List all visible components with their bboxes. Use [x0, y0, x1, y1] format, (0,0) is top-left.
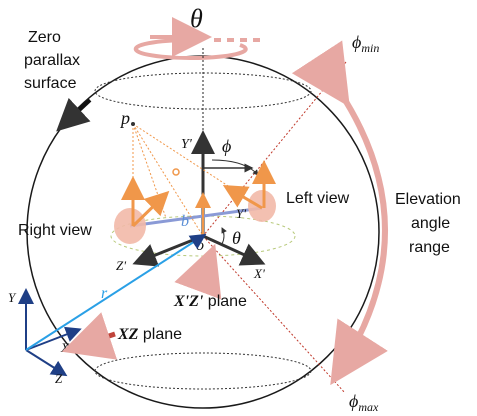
p-to-mid-line: [132, 123, 167, 219]
right-view-camera: [114, 208, 146, 244]
left-view-camera: [248, 190, 276, 222]
phi-center-label: ϕ: [222, 136, 231, 156]
axis-x-label: X: [60, 340, 70, 355]
zero-parallax-arrow: [56, 97, 92, 132]
xz-plane-label: XZ plane: [117, 326, 182, 343]
y-prime-top-label: Y': [181, 137, 193, 152]
elevation-line3: range: [409, 239, 450, 256]
left-camera-view-arrow: [222, 184, 263, 210]
y-prime-small-label: Y': [236, 206, 246, 221]
global-z-axis: [25, 349, 68, 377]
phi-range-line-lower: [202, 235, 346, 394]
radius-line: [25, 233, 207, 351]
axis-z-label: Z: [55, 371, 63, 386]
mid-point-marker: [172, 168, 180, 176]
phi-max-label: ϕmax: [349, 391, 379, 414]
camera-baseline: [129, 206, 263, 228]
theta-small-label: θ: [232, 228, 241, 248]
theta-small-arc: [221, 227, 227, 245]
right-view-label: Right view: [18, 222, 92, 239]
x-prime-label: X': [253, 266, 265, 281]
x-prime-axis: [202, 234, 266, 266]
theta-top-label: θ: [190, 4, 203, 33]
phi-min-label: ϕmin: [352, 32, 379, 55]
elevation-line2: angle: [411, 215, 450, 232]
elevation-range-arc: [291, 40, 388, 386]
p-to-left-line: [132, 123, 263, 209]
zero-parallax-line3: surface: [24, 75, 77, 92]
point-p: [131, 122, 135, 126]
xz-plane-arrow: [61, 312, 118, 360]
z-prime-label: Z': [116, 258, 126, 273]
elevation-line1: Elevation: [395, 191, 461, 208]
bottom-latitude-ellipse: [94, 352, 312, 390]
rotation-theta-indicator: [133, 17, 262, 60]
axis-y-label: Y: [8, 290, 17, 305]
point-p-label: p: [119, 108, 130, 128]
top-latitude-ellipse: [94, 72, 312, 110]
xz-prime-plane-arrow: [174, 243, 222, 300]
b-label: b: [181, 213, 189, 230]
zero-parallax-line2: parallax: [24, 52, 80, 69]
xz-prime-plane-label: X'Z' plane: [173, 293, 247, 310]
r-label: r: [101, 285, 108, 302]
zero-parallax-line1: Zero: [28, 29, 61, 46]
left-view-label: Left view: [286, 190, 350, 207]
